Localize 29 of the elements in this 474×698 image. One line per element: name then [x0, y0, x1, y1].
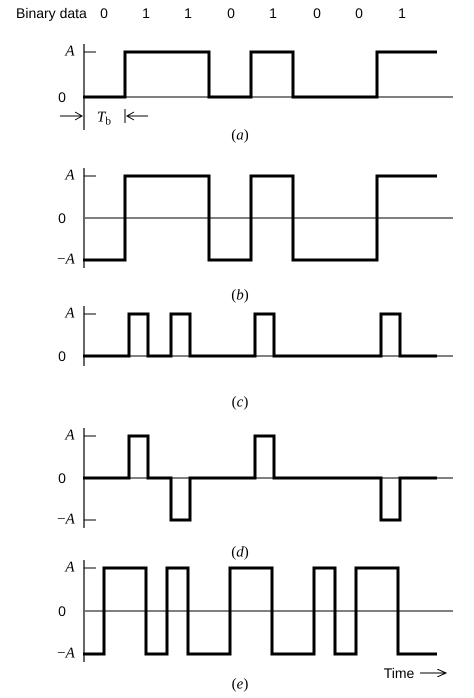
bit-period-label: T$_{b}$ [97, 110, 111, 126]
level-label: A [65, 44, 75, 60]
bit-value: 1 [269, 6, 277, 20]
panel-caption: (e) [232, 678, 248, 692]
level-label: −A [57, 512, 75, 528]
bit-value: 1 [184, 6, 192, 20]
level-label: 0 [58, 211, 66, 225]
level-label: A [65, 306, 75, 322]
panel-caption: (c) [232, 396, 248, 410]
bit-value: 0 [355, 6, 363, 20]
level-label: 0 [58, 604, 66, 618]
level-label: A [65, 560, 75, 576]
row-label: Binary data [16, 6, 87, 20]
bit-value: 1 [398, 6, 406, 20]
level-label: 0 [58, 349, 66, 363]
bit-value: 0 [313, 6, 321, 20]
bit-value: 0 [227, 6, 235, 20]
panel-caption: (a) [231, 128, 249, 144]
level-label: −A [57, 252, 75, 268]
level-label: A [65, 168, 75, 184]
level-label: −A [57, 646, 75, 662]
panel-caption: (b) [231, 288, 249, 304]
bit-value: 1 [142, 6, 150, 20]
bit-value: 0 [100, 6, 108, 20]
level-label: 0 [58, 90, 66, 104]
panel-caption: (d) [231, 546, 249, 560]
axis-title: Time [384, 666, 414, 680]
level-label: A [65, 428, 75, 444]
level-label: 0 [58, 471, 66, 485]
